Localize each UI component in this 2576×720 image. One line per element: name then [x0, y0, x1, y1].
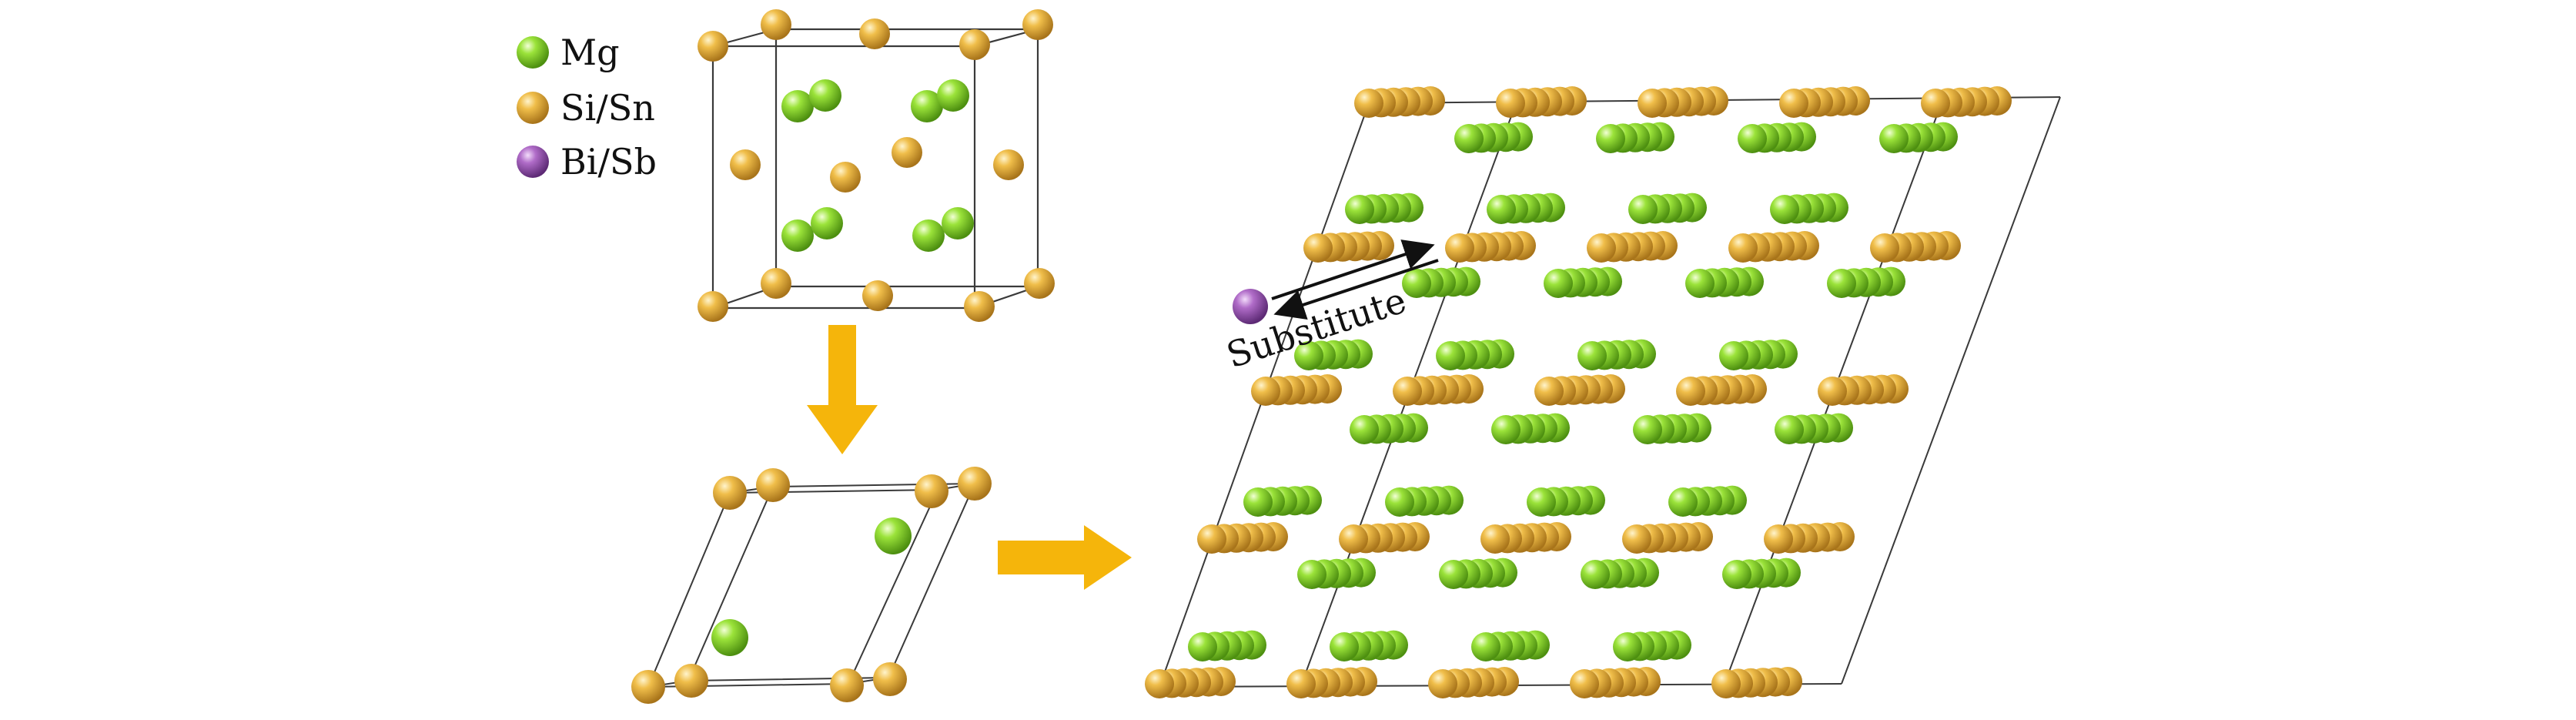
legend: Mg Si/Sn Bi/Sb [517, 32, 657, 183]
si-sn-chain [1711, 667, 1802, 698]
mg-chain [1827, 266, 1905, 298]
si-sn-chain [1818, 374, 1909, 406]
si-sn-chain [1570, 667, 1661, 698]
mg-chain [1722, 558, 1801, 589]
si-sn-chain [1676, 374, 1767, 406]
mg-chain [1527, 485, 1605, 517]
supercell-edge-right [1841, 96, 2061, 685]
primitive-cell-edges [647, 482, 976, 688]
mg-chain [1770, 193, 1848, 224]
mg-chain [1613, 630, 1691, 661]
cell-si-sn-atoms [698, 9, 1055, 322]
si-sn-chain [1145, 667, 1236, 698]
legend-item-si-sn: Si/Sn [517, 87, 655, 129]
si-sn-chain [1496, 86, 1587, 118]
mg-chain [1719, 339, 1798, 370]
si-sn-chain [1339, 522, 1430, 554]
si-sn-chain [1870, 231, 1961, 263]
mg-chain [1544, 266, 1622, 298]
si-sn-chain [1480, 522, 1571, 554]
mg-chain [1439, 558, 1517, 589]
supercell [1145, 86, 2061, 698]
si-sn-chain [1286, 667, 1377, 698]
legend-label-si-sn: Si/Sn [560, 87, 655, 129]
mg-chain [1577, 339, 1656, 370]
mg-chain [1581, 558, 1659, 589]
si-sn-chain [1587, 231, 1678, 263]
mg-chain [1243, 485, 1322, 517]
primitive-unit-cell [631, 467, 992, 704]
legend-item-bi-sb: Bi/Sb [517, 141, 657, 183]
mg-chain [1471, 630, 1550, 661]
mg-chain [1685, 266, 1764, 298]
mg-chain [1633, 413, 1711, 444]
mg-chain [1294, 339, 1373, 370]
substitute-arrow-back [1273, 259, 1439, 320]
si-sn-chain [1393, 374, 1484, 406]
conventional-unit-cell [698, 9, 1055, 322]
mg-chain [1350, 413, 1428, 444]
si-sn-chain [1428, 667, 1519, 698]
si-sn-chain [1921, 86, 2012, 118]
mg-chain [1596, 122, 1674, 153]
mg-chain [1879, 122, 1958, 153]
mg-chain [1491, 413, 1570, 444]
si-sn-chain [1303, 231, 1394, 263]
si-sn-chain [1728, 231, 1819, 263]
primitive-mg-atoms [711, 517, 912, 656]
si-sn-chain [1638, 86, 1728, 118]
mg-chain [1385, 485, 1464, 517]
mg-chain [1297, 558, 1376, 589]
mg-atom-icon [517, 36, 549, 69]
mg-chain [1454, 122, 1533, 153]
primitive-si-sn-atoms [631, 467, 992, 704]
mg-chain [1402, 266, 1480, 298]
si-sn-chain [1622, 522, 1713, 554]
bi-sb-atom-icon [517, 146, 549, 178]
si-sn-chain [1251, 374, 1342, 406]
down-arrow-icon [807, 325, 878, 454]
si-sn-chain [1197, 522, 1288, 554]
si-sn-chain [1445, 231, 1536, 263]
substitute-arrow-out [1271, 239, 1435, 300]
mg-chain [1668, 485, 1747, 517]
mg-chain [1345, 193, 1423, 224]
bi-sb-substituent-atom [1233, 289, 1268, 324]
legend-item-mg: Mg [517, 32, 620, 73]
mg-chain [1436, 339, 1514, 370]
right-arrow-icon [998, 525, 1132, 590]
si-sn-chain [1354, 86, 1445, 118]
mg-chain [1628, 193, 1707, 224]
legend-label-bi-sb: Bi/Sb [560, 141, 657, 183]
si-sn-chain [1534, 374, 1625, 406]
mg-chain [1188, 630, 1266, 661]
si-sn-atom-icon [517, 92, 549, 124]
si-sn-chain [1779, 86, 1870, 118]
cell-edges [711, 28, 1039, 310]
mg-chain [1738, 122, 1816, 153]
si-sn-chain [1764, 522, 1855, 554]
supercell-atoms [1145, 86, 2012, 698]
legend-label-mg: Mg [560, 32, 620, 73]
mg-chain [1487, 193, 1565, 224]
mg-chain [1775, 413, 1853, 444]
cell-mg-atoms [781, 79, 974, 252]
mg-chain [1330, 630, 1408, 661]
